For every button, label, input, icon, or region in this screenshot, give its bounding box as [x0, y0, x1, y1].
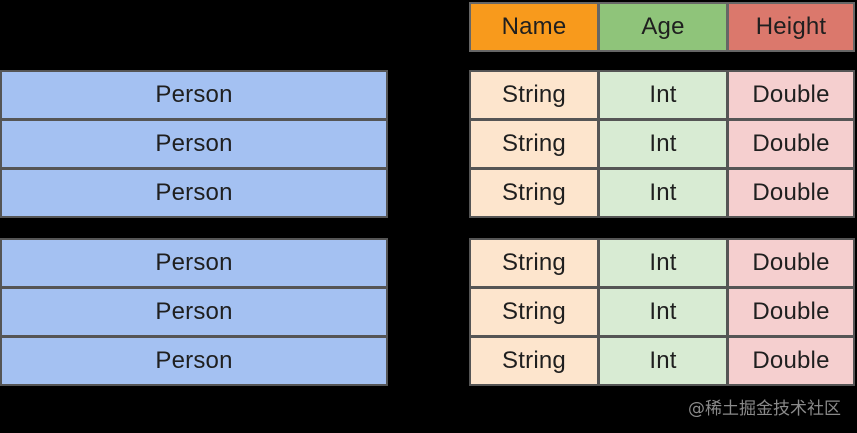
person-row: Person: [0, 238, 388, 288]
person-row: Person: [0, 336, 388, 386]
header-height: Height: [727, 2, 855, 52]
age-type-cell: Int: [598, 119, 728, 169]
name-type-cell: String: [469, 336, 599, 386]
height-type-cell: Double: [727, 70, 855, 120]
height-type-cell: Double: [727, 119, 855, 169]
age-type-cell: Int: [598, 238, 728, 288]
person-row: Person: [0, 287, 388, 337]
name-type-cell: String: [469, 70, 599, 120]
name-type-cell: String: [469, 119, 599, 169]
header-age: Age: [598, 2, 728, 52]
person-row: Person: [0, 119, 388, 169]
age-type-cell: Int: [598, 287, 728, 337]
height-type-cell: Double: [727, 336, 855, 386]
height-type-cell: Double: [727, 238, 855, 288]
age-type-cell: Int: [598, 70, 728, 120]
name-type-cell: String: [469, 168, 599, 218]
watermark: @稀土掘金技术社区: [688, 399, 841, 419]
header-name: Name: [469, 2, 599, 52]
height-type-cell: Double: [727, 287, 855, 337]
age-type-cell: Int: [598, 336, 728, 386]
age-type-cell: Int: [598, 168, 728, 218]
name-type-cell: String: [469, 238, 599, 288]
name-type-cell: String: [469, 287, 599, 337]
height-type-cell: Double: [727, 168, 855, 218]
person-row: Person: [0, 70, 388, 120]
person-row: Person: [0, 168, 388, 218]
